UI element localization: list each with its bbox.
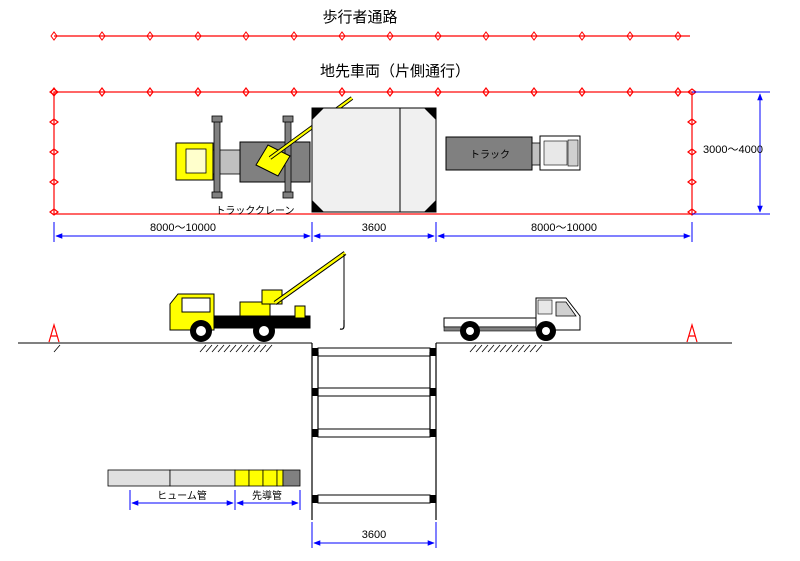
- lead-pipe-label: 先導管: [252, 489, 282, 502]
- truck-plan: [445, 135, 581, 171]
- truck-side: [443, 297, 581, 341]
- pit-width-bottom-label: 3600: [362, 529, 386, 541]
- hume-pipe-label: ヒューム管: [157, 489, 207, 502]
- truck-length-label: 8000～10000: [531, 222, 597, 234]
- pipe-dimension: [129, 490, 301, 510]
- sidewalk-label: 歩行者通路: [322, 9, 397, 26]
- lead-pipe: [234, 469, 301, 487]
- hume-pipe: [107, 469, 236, 487]
- pit-width-top-label: 3600: [362, 222, 386, 234]
- barrier-cone-right: [686, 322, 698, 343]
- truck-crane-plan: [175, 96, 354, 199]
- width-range-label: 3000～4000: [703, 144, 763, 156]
- ground-line: [18, 342, 732, 353]
- truck-label: トラック: [470, 149, 510, 161]
- pit-plan: [311, 107, 437, 213]
- shaft-section: [311, 343, 437, 520]
- truck-crane-label: トラッククレーン: [215, 205, 294, 217]
- pit-bottom-dimension: [311, 522, 437, 548]
- lane-label: 地先車両（片側通行）: [320, 63, 470, 80]
- sidewalk-barrier: [50, 31, 690, 41]
- barrier-cone-left: [48, 322, 60, 343]
- width-dimension: [692, 91, 770, 215]
- length-dimension: [53, 222, 693, 242]
- truck-crane-side: [169, 251, 347, 342]
- lane-barrier: [49, 87, 697, 216]
- crane-length-label: 8000～10000: [150, 222, 216, 234]
